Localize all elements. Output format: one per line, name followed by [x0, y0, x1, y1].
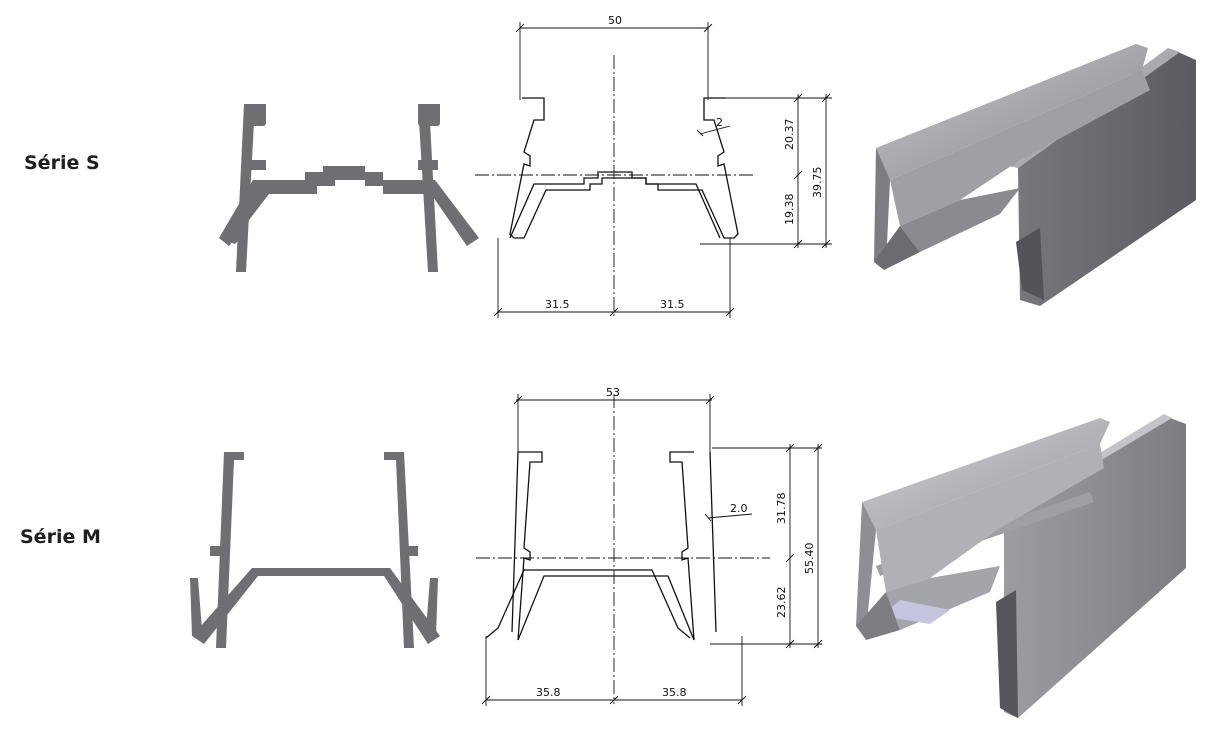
- series-s-dim-lower-height: 19.38: [783, 194, 796, 226]
- series-s-dim-wall: 2: [716, 116, 723, 129]
- series-s-dim-upper-height: 20.37: [783, 119, 796, 151]
- series-m-dim-wall: 2.0: [730, 502, 748, 515]
- series-m-row: Série M 53 2.0: [0, 378, 1207, 747]
- series-s-profile-outline: [509, 97, 739, 239]
- series-s-label: Série S: [24, 152, 100, 174]
- series-m-dim-upper-height: 31.78: [775, 493, 788, 525]
- series-s-dim-half-right: 31.5: [660, 298, 685, 311]
- series-s-technical-drawing: 50 2 20.37 19.38 39.75 31.5 31.5: [475, 14, 832, 318]
- series-s-dim-half-left: 31.5: [545, 298, 570, 311]
- series-s-row: Série S 50 2: [0, 0, 1207, 330]
- series-m-silhouette-shape: [190, 452, 440, 648]
- series-s-3d-render: [874, 44, 1196, 306]
- series-m-dim-half-right: 35.8: [662, 686, 687, 699]
- series-m-dim-lower-height: 23.62: [775, 587, 788, 619]
- series-m-label: Série M: [20, 526, 101, 548]
- series-m-dim-half-left: 35.8: [536, 686, 561, 699]
- series-m-profile-outline: [517, 451, 695, 641]
- series-s-section-silhouette: [219, 104, 479, 272]
- series-m-section-silhouette: [190, 452, 440, 648]
- series-m-technical-drawing: 53 2.0 31.78 23.62 55.40 35.8 35.8: [476, 386, 823, 706]
- series-s-dim-top-width: 50: [608, 14, 622, 27]
- series-s-dim-total-height: 39.75: [811, 167, 824, 199]
- series-m-dim-top-width: 53: [606, 386, 620, 399]
- series-m-3d-render: [856, 414, 1186, 718]
- series-m-dim-total-height: 55.40: [803, 543, 816, 575]
- series-s-silhouette-shape: [219, 104, 479, 272]
